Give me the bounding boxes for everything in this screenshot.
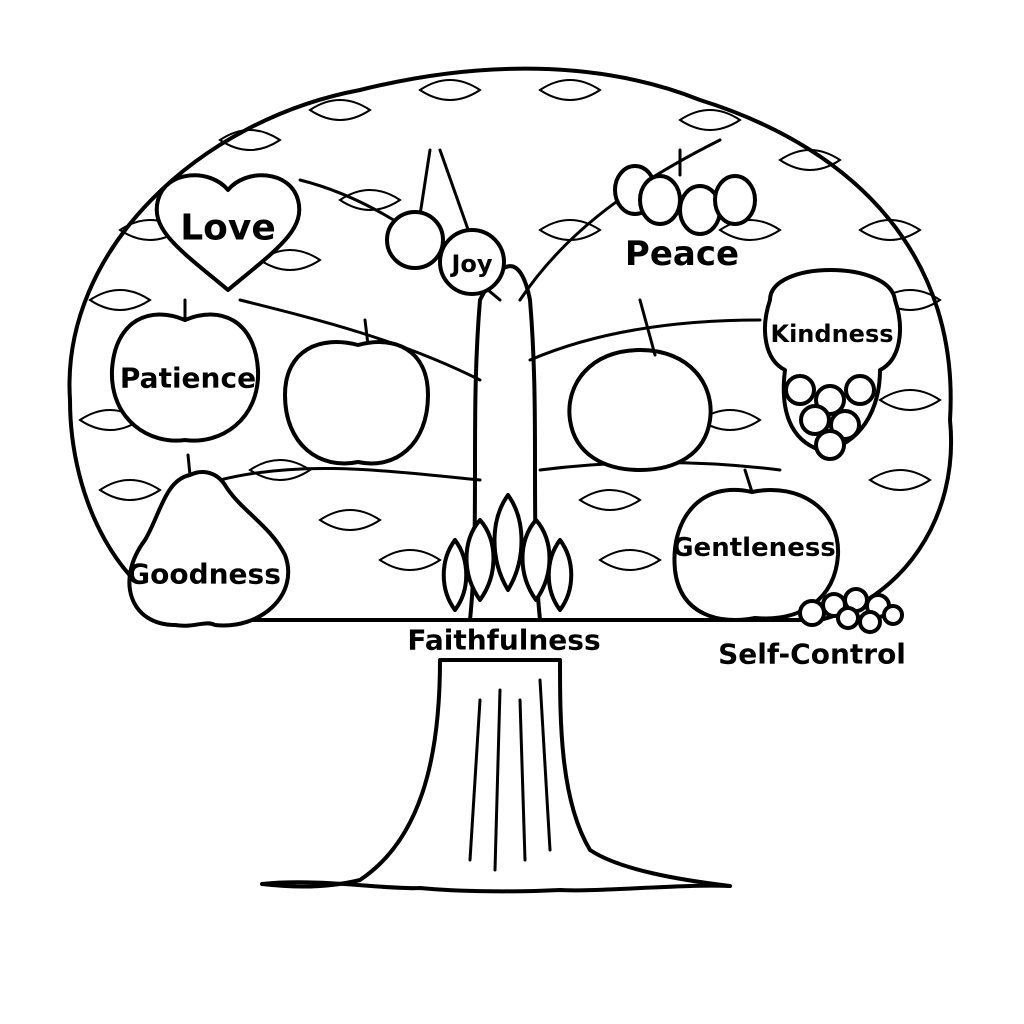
label-patience: Patience [119,361,257,395]
label-love: Love [180,207,276,249]
grapes-icon [763,268,902,461]
cherries-icon [385,148,506,296]
label-gentleness: Gentleness [672,533,836,563]
berries-icon [798,587,904,634]
label-peace: Peace [624,234,740,274]
label-faithfulness: Faithfulness [407,623,601,657]
tomato-icon [567,298,713,472]
apple-icon [283,318,430,466]
peach-fruit-icon [672,468,841,622]
label-self-control: Self-Control [718,637,906,671]
olives-icon [613,148,757,236]
label-joy: Joy [451,250,493,278]
heart-fruit-icon [154,173,302,292]
wheat-icon [441,493,574,612]
apple-fruit-icon [109,298,261,443]
label-goodness: Goodness [127,557,281,591]
pear-fruit-icon [127,453,291,628]
label-kindness: Kindness [770,320,894,348]
